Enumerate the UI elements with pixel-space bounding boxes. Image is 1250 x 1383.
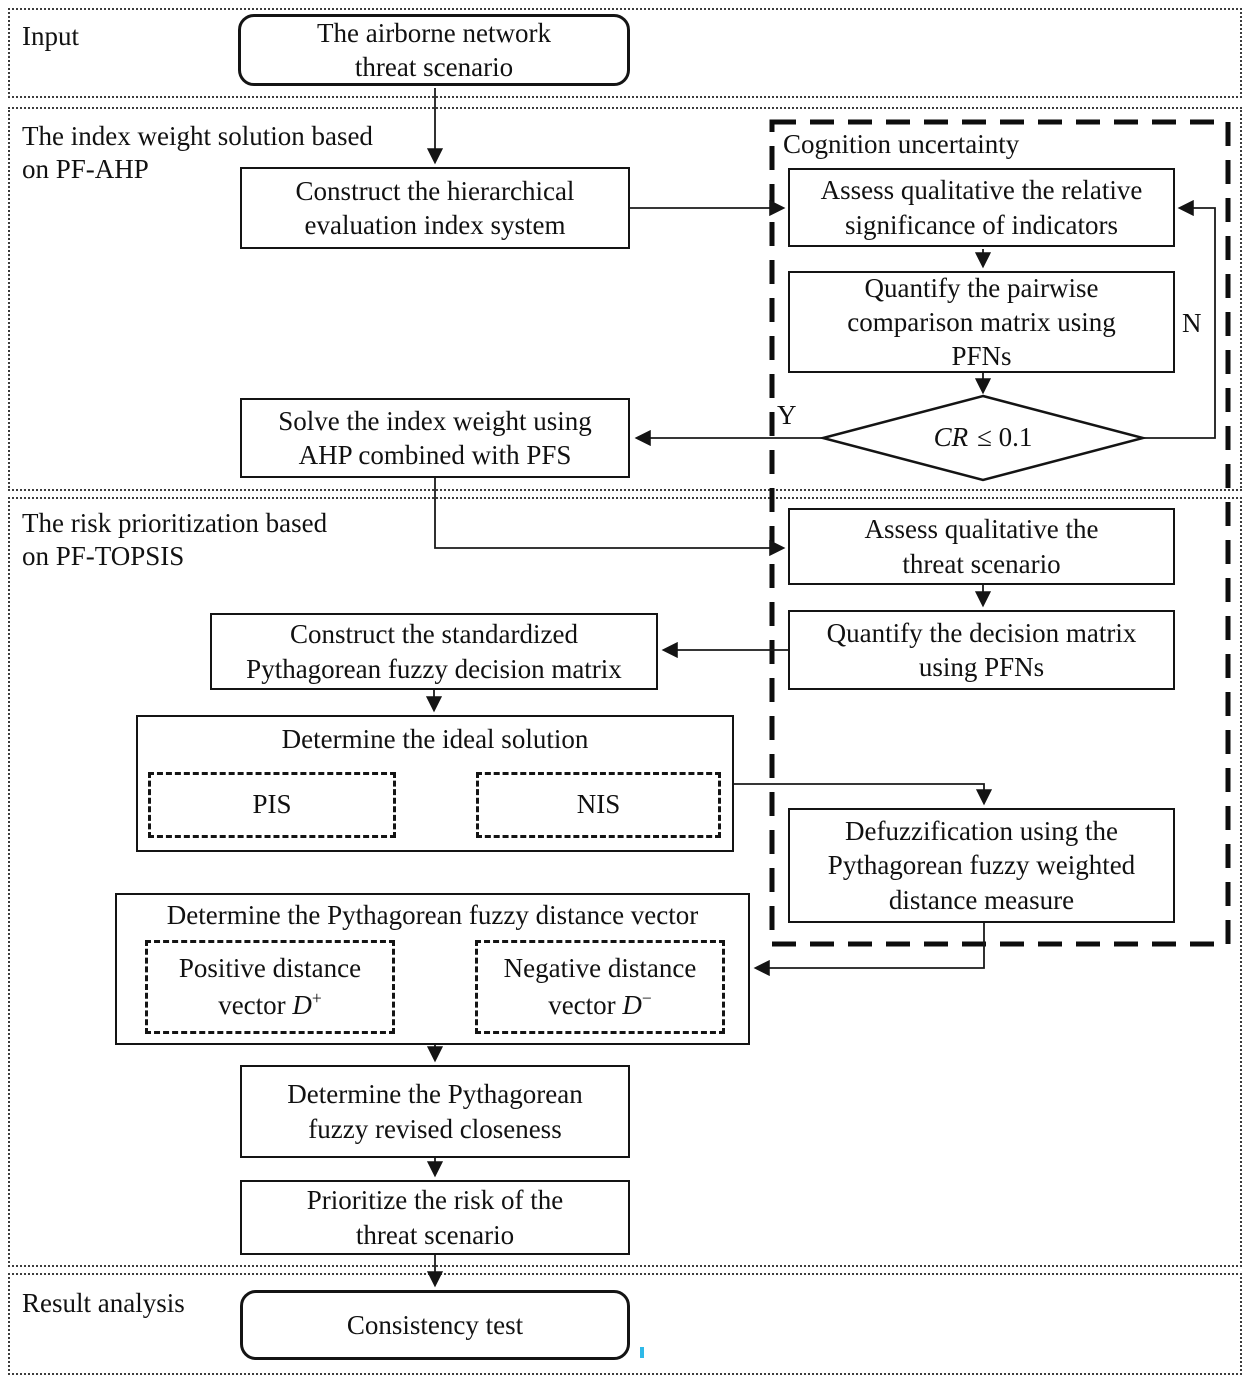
ideal-solution-title: Determine the ideal solution bbox=[281, 724, 589, 754]
cognition-uncertainty-dashed-frame bbox=[769, 119, 1231, 947]
connector-solve-to-assess-threat bbox=[434, 478, 786, 557]
positive-distance-line1: Positive distance bbox=[178, 953, 362, 984]
node-construct-index-system: Construct the hierarchical evaluation in… bbox=[240, 167, 630, 249]
connector-ideal-to-defuzzification bbox=[734, 783, 993, 806]
decision-yes-label: Y bbox=[777, 400, 797, 430]
negative-vector-sign: − bbox=[641, 987, 652, 1008]
negative-vector-word: vector bbox=[548, 989, 616, 1020]
positive-vector-sign: + bbox=[311, 987, 322, 1008]
cognition-uncertainty-label: Cognition uncertainty bbox=[783, 129, 1020, 159]
negative-distance-line1: Negative distance bbox=[503, 953, 697, 984]
positive-vector-var: D bbox=[292, 989, 312, 1020]
section-label-pf-ahp: The index weight solution based on PF-AH… bbox=[22, 121, 373, 184]
nis-box: NIS bbox=[476, 772, 721, 838]
decision-diamond-label: CR ≤ 0.1 bbox=[853, 422, 1113, 453]
node-consistency-test: Consistency test bbox=[240, 1290, 630, 1360]
node-construct-fuzzy-matrix: Construct the standardized Pythagorean f… bbox=[210, 613, 658, 690]
decision-condition: ≤ 0.1 bbox=[977, 422, 1033, 452]
decision-no-label: N bbox=[1182, 308, 1202, 338]
node-quantify-decision-matrix: Quantify the decision matrix using PFNs bbox=[788, 610, 1175, 690]
node-airborne-threat-scenario: The airborne network threat scenario bbox=[238, 14, 630, 86]
distance-vector-title: Determine the Pythagorean fuzzy distance… bbox=[166, 900, 699, 930]
node-assess-threat-scenario: Assess qualitative the threat scenario bbox=[788, 508, 1175, 585]
positive-distance-line2: vector D+ bbox=[218, 987, 322, 1023]
connector-decision-no-loop bbox=[1143, 199, 1216, 439]
negative-distance-box: Negative distance vector D− bbox=[475, 940, 725, 1034]
section-input-frame bbox=[8, 8, 1242, 98]
node-revised-closeness: Determine the Pythagorean fuzzy revised … bbox=[240, 1065, 630, 1158]
positive-vector-word: vector bbox=[218, 989, 286, 1020]
node-solve-index-weight: Solve the index weight using AHP combine… bbox=[240, 398, 630, 478]
decision-variable: CR bbox=[933, 422, 969, 452]
section-pf-ahp-frame bbox=[8, 107, 1242, 491]
section-label-input: Input bbox=[22, 21, 79, 51]
section-result-frame bbox=[8, 1273, 1242, 1375]
section-pf-topsis-frame bbox=[8, 497, 1242, 1267]
negative-vector-var: D bbox=[622, 989, 642, 1020]
decision-diamond-shape bbox=[818, 394, 1148, 482]
node-assess-indicators: Assess qualitative the relative signific… bbox=[788, 168, 1175, 247]
pis-box: PIS bbox=[148, 772, 396, 838]
node-quantify-pairwise-matrix: Quantify the pairwise comparison matrix … bbox=[788, 271, 1175, 373]
section-label-result: Result analysis bbox=[22, 1288, 185, 1318]
node-defuzzification: Defuzzification using the Pythagorean fu… bbox=[788, 808, 1175, 923]
section-label-pf-topsis: The risk prioritization based on PF-TOPS… bbox=[22, 508, 328, 571]
negative-distance-line2: vector D− bbox=[548, 987, 652, 1023]
stray-cyan-mark bbox=[640, 1347, 644, 1358]
node-prioritize-risk: Prioritize the risk of the threat scenar… bbox=[240, 1180, 630, 1255]
connector-defuzzification-to-distance bbox=[753, 923, 985, 977]
positive-distance-box: Positive distance vector D+ bbox=[145, 940, 395, 1034]
